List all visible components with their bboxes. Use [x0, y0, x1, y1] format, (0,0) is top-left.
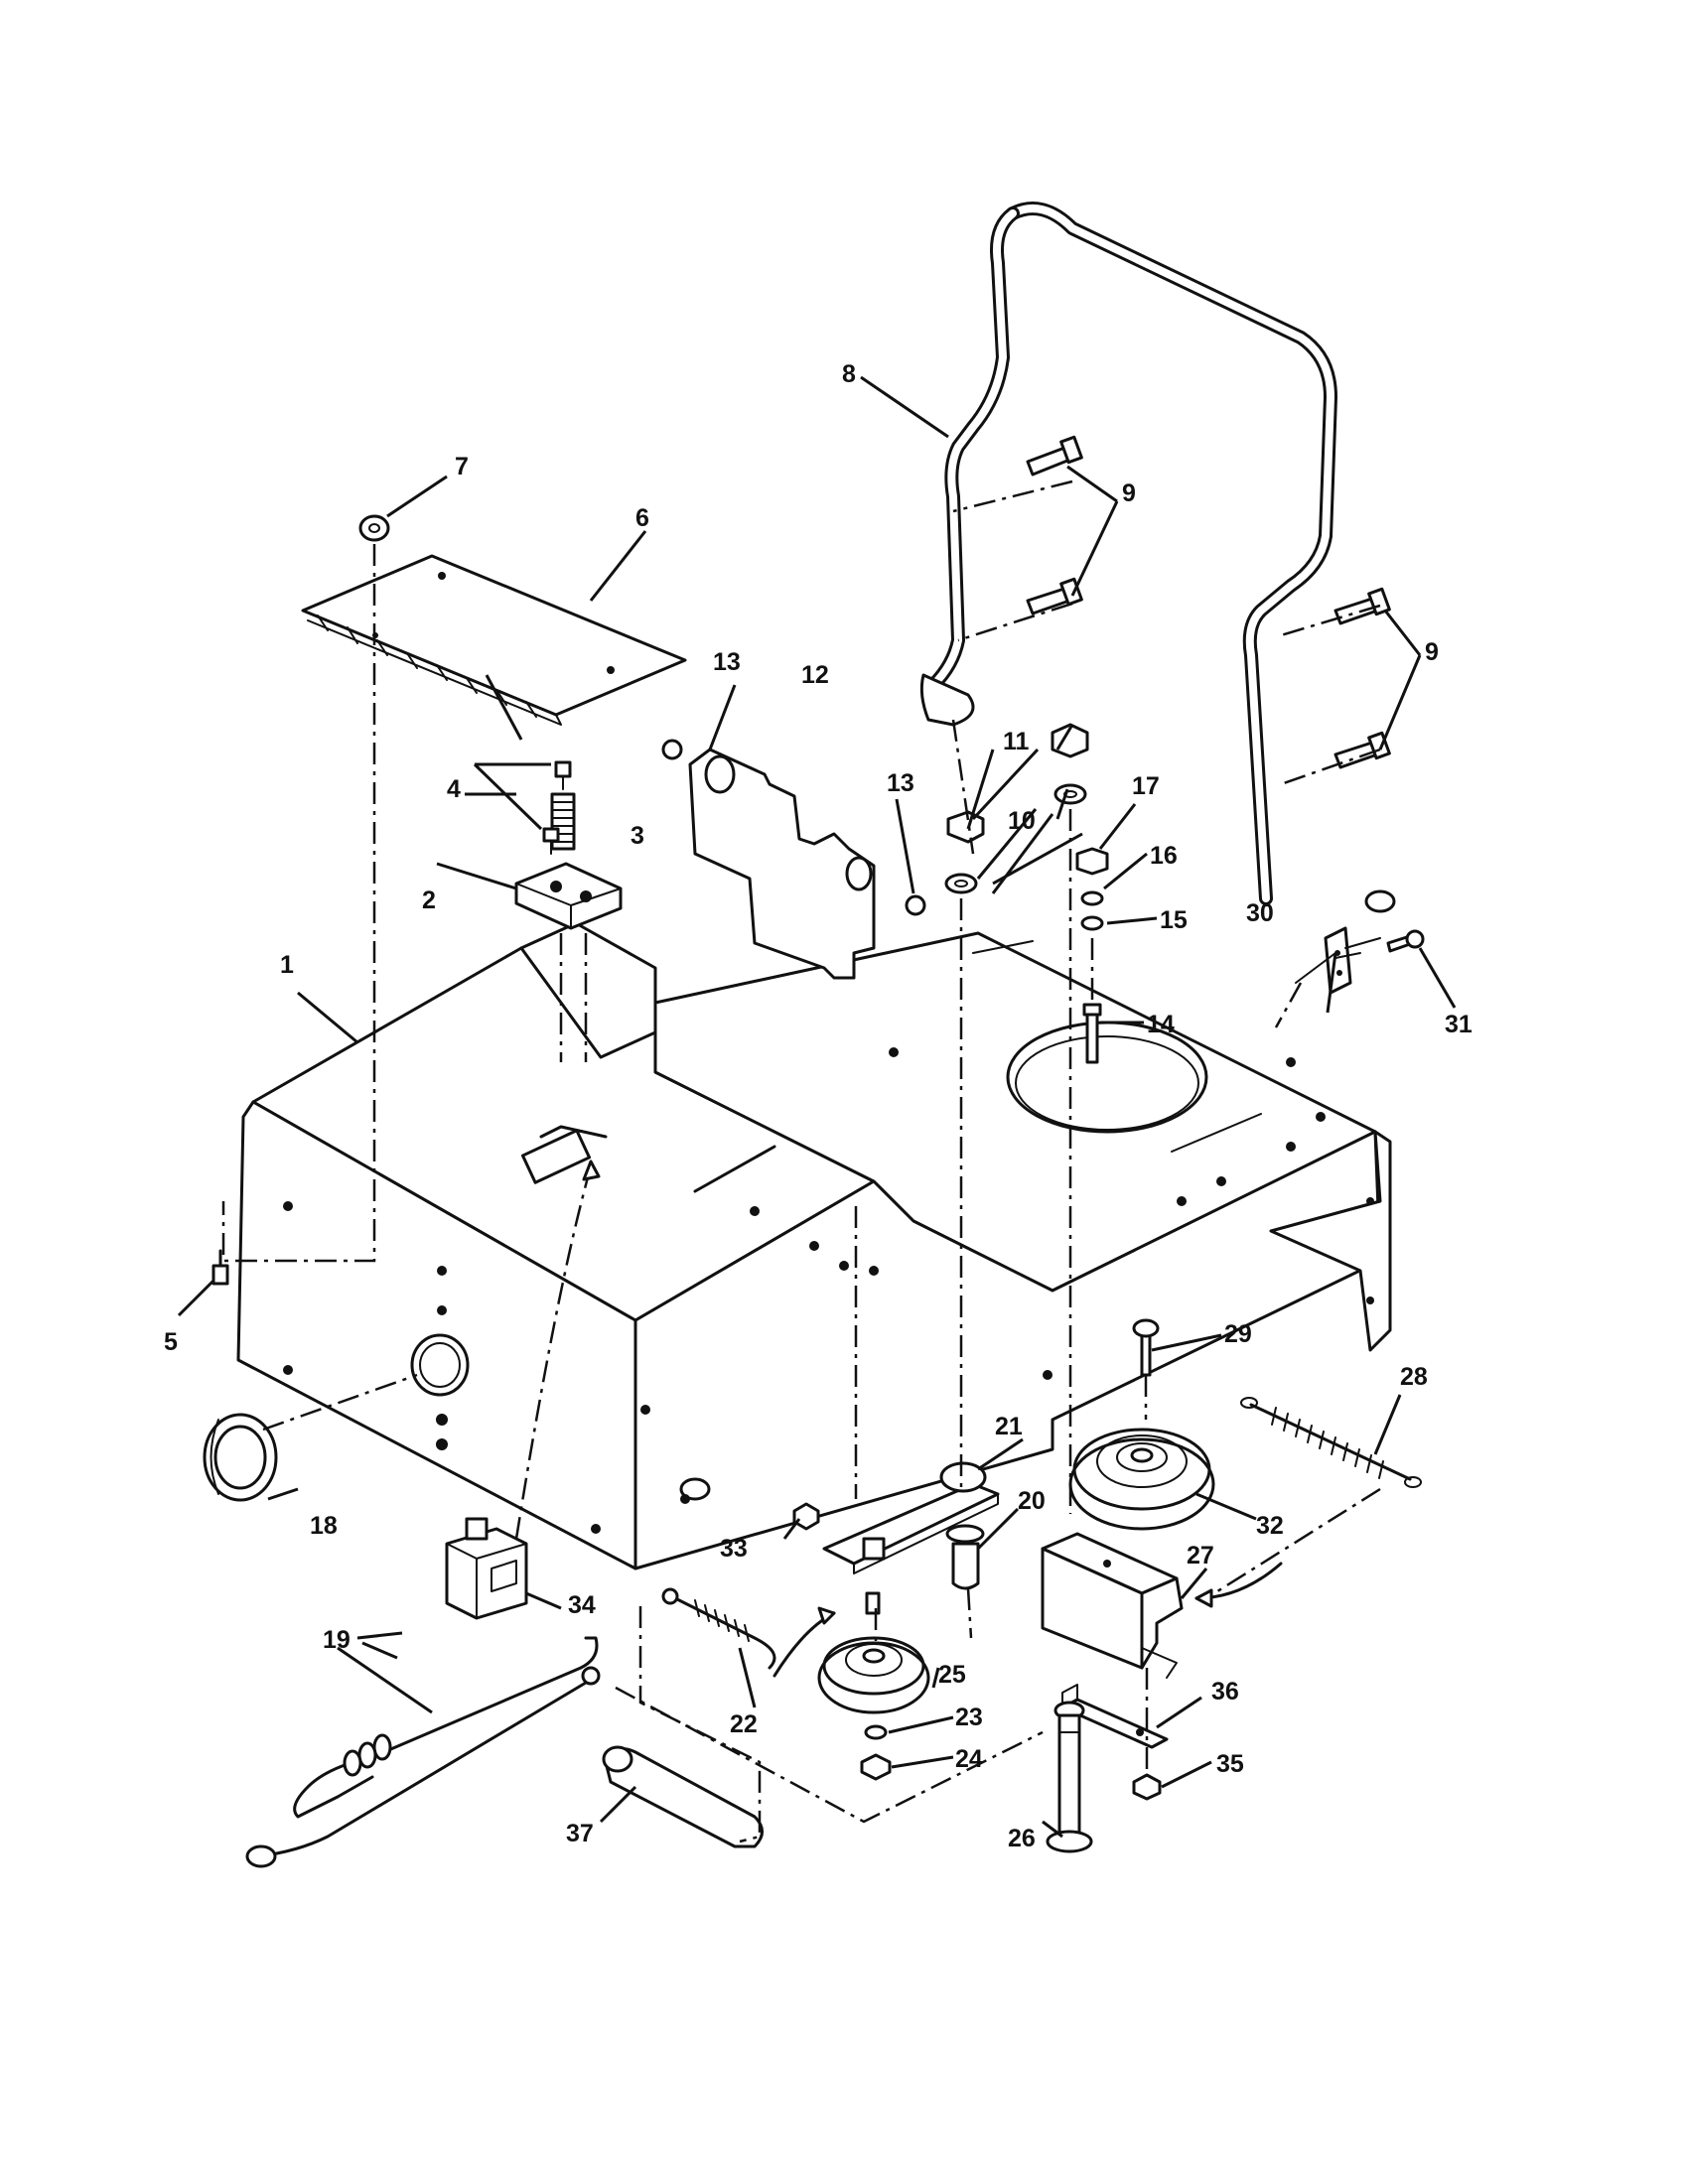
callout-30: 30: [1246, 899, 1274, 927]
callout-10: 10: [1008, 807, 1036, 835]
callout-33: 33: [720, 1535, 748, 1563]
callout-36: 36: [1211, 1678, 1239, 1706]
callout-7: 7: [455, 453, 469, 480]
cable: [293, 1636, 599, 1819]
callout-24: 24: [955, 1745, 983, 1773]
callout-20: 20: [1018, 1487, 1046, 1515]
callout-13b: 13: [887, 769, 914, 797]
callout-37: 37: [566, 1820, 594, 1847]
callout-15: 15: [1160, 906, 1188, 934]
callout-21: 21: [995, 1413, 1023, 1440]
callout-26: 26: [1008, 1825, 1036, 1852]
callout-6: 6: [635, 504, 649, 532]
callout-19: 19: [323, 1626, 351, 1654]
callout-28: 28: [1400, 1363, 1428, 1391]
callout-17: 17: [1132, 772, 1160, 800]
callout-34: 34: [568, 1591, 596, 1619]
callout-18: 18: [310, 1512, 338, 1540]
callout-1: 1: [280, 951, 294, 979]
callout-2: 2: [422, 887, 436, 914]
callout-5: 5: [164, 1328, 178, 1356]
hinge-plate: [301, 554, 687, 717]
callout-4: 4: [447, 775, 461, 803]
callout-27: 27: [1187, 1542, 1214, 1570]
roll-bar-bolts: [1026, 435, 1391, 769]
callout-31: 31: [1445, 1011, 1473, 1038]
leader-lines: [177, 375, 1457, 1839]
callout-32: 32: [1256, 1512, 1284, 1540]
callout-11: 11: [1003, 728, 1030, 755]
callout-12: 12: [801, 661, 829, 689]
callout-23: 23: [955, 1704, 983, 1731]
callout-3: 3: [631, 822, 644, 850]
callout-14: 14: [1147, 1011, 1175, 1038]
callout-16: 16: [1150, 842, 1178, 870]
callout-13a: 13: [713, 648, 741, 676]
shield: [688, 748, 876, 980]
callout-35: 35: [1216, 1750, 1244, 1778]
callout-8: 8: [842, 360, 856, 388]
explode-lines: [221, 479, 1381, 1843]
callout-9a: 9: [1122, 479, 1136, 507]
callout-29: 29: [1224, 1320, 1252, 1348]
callout-25: 25: [938, 1661, 966, 1689]
callout-9b: 9: [1425, 638, 1439, 666]
callouts: 1 2 3 4 5 6 7 8 9 9 10 11 12 13 13 14 15…: [164, 360, 1473, 1852]
callout-22: 22: [730, 1710, 758, 1738]
main-frame: [236, 921, 1392, 1570]
